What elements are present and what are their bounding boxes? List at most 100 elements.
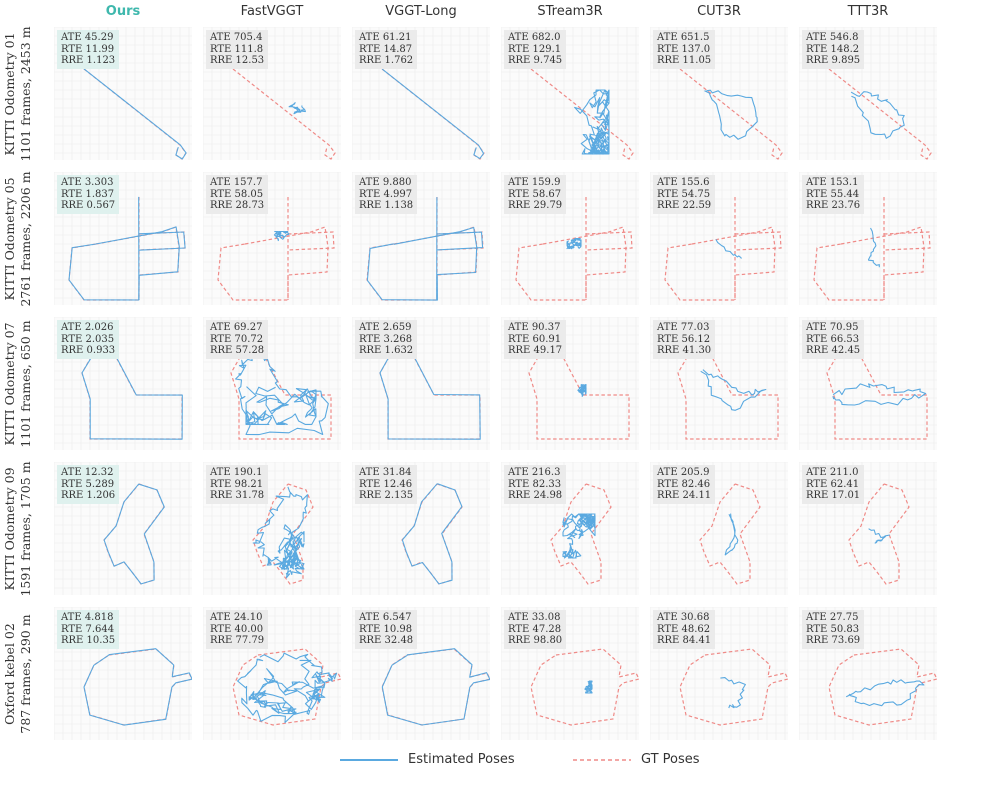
rte-value: RTE 10.98 bbox=[359, 623, 413, 635]
legend-gt-label: GT Poses bbox=[641, 752, 700, 767]
rre-value: RRE 24.11 bbox=[657, 490, 712, 501]
ate-value: ATE 33.08 bbox=[508, 612, 561, 623]
rte-value: RTE 50.83 bbox=[806, 623, 860, 635]
gt-trajectory bbox=[217, 226, 329, 301]
rre-value: RRE 0.567 bbox=[61, 200, 116, 211]
rte-value: RTE 40.00 bbox=[210, 623, 264, 635]
estimated-trajectory bbox=[138, 231, 186, 251]
estimated-trajectory bbox=[584, 680, 593, 694]
estimated-trajectory bbox=[252, 486, 308, 579]
gt-trajectory bbox=[585, 231, 633, 251]
estimated-trajectory bbox=[832, 383, 927, 406]
legend: Estimated Poses GT Poses bbox=[0, 750, 989, 772]
row-label-stats: 1101 frames, 2453 m bbox=[18, 25, 33, 162]
ate-value: ATE 157.7 bbox=[210, 177, 263, 188]
ate-value: ATE 30.68 bbox=[657, 612, 710, 623]
gt-trajectory bbox=[883, 231, 931, 251]
gt-trajectory bbox=[550, 483, 612, 585]
ate-value: ATE 90.37 bbox=[508, 322, 561, 333]
column-title-vggt-long: VGGT-Long bbox=[385, 4, 457, 19]
rre-value: RRE 9.745 bbox=[508, 55, 563, 66]
ate-value: ATE 45.29 bbox=[61, 32, 114, 43]
gt-trajectory bbox=[813, 226, 925, 301]
rte-value: RTE 60.91 bbox=[508, 333, 562, 345]
ate-value: ATE 216.3 bbox=[508, 467, 561, 478]
rte-value: RTE 3.268 bbox=[359, 333, 413, 345]
rte-value: RTE 129.1 bbox=[508, 43, 562, 55]
rre-value: RRE 9.895 bbox=[806, 55, 861, 66]
ate-value: ATE 27.75 bbox=[806, 612, 859, 623]
gt-trajectory bbox=[287, 231, 335, 251]
legend-gt: GT Poses bbox=[573, 752, 700, 767]
estimated-trajectory bbox=[288, 102, 306, 115]
column-title-fastvggt: FastVGGT bbox=[240, 4, 304, 19]
trajectory-plot bbox=[501, 27, 639, 160]
rte-value: RTE 54.75 bbox=[657, 188, 711, 200]
trajectory-plot bbox=[650, 317, 788, 450]
rte-value: RTE 148.2 bbox=[806, 43, 860, 55]
ate-value: ATE 159.9 bbox=[508, 177, 561, 188]
rte-value: RTE 111.8 bbox=[210, 43, 264, 55]
rte-value: RTE 14.87 bbox=[359, 43, 413, 55]
row-label-stats: 1591 frames, 1705 m bbox=[18, 460, 33, 597]
estimated-trajectory bbox=[577, 383, 587, 397]
rre-value: RRE 24.98 bbox=[508, 490, 563, 501]
ate-value: ATE 211.0 bbox=[806, 467, 859, 478]
ate-value: ATE 31.84 bbox=[359, 467, 412, 478]
trajectory-plot bbox=[650, 462, 788, 595]
rte-value: RTE 2.035 bbox=[61, 333, 115, 345]
estimated-trajectory bbox=[381, 648, 490, 726]
trajectory-plot bbox=[203, 462, 341, 595]
gt-line-swatch bbox=[573, 758, 631, 761]
rre-value: RRE 29.79 bbox=[508, 200, 563, 211]
trajectory-plot bbox=[54, 317, 192, 450]
estimated-trajectory bbox=[715, 239, 742, 259]
gt-trajectory bbox=[699, 483, 761, 585]
gt-trajectory bbox=[528, 341, 630, 440]
rre-value: RRE 1.632 bbox=[359, 345, 414, 356]
rte-value: RTE 47.28 bbox=[508, 623, 562, 635]
estimated-trajectory bbox=[562, 513, 596, 559]
estimated-line-swatch bbox=[340, 758, 398, 761]
gt-trajectory bbox=[664, 226, 776, 301]
rte-value: RTE 137.0 bbox=[657, 43, 711, 55]
rte-value: RTE 11.99 bbox=[61, 43, 115, 55]
rre-value: RRE 1.123 bbox=[61, 55, 116, 66]
estimated-trajectory bbox=[566, 237, 582, 250]
estimated-trajectory bbox=[83, 648, 192, 726]
gt-trajectory bbox=[530, 648, 639, 726]
gt-trajectory bbox=[232, 68, 336, 160]
rre-value: RRE 2.135 bbox=[359, 490, 414, 501]
trajectory-plot bbox=[799, 27, 937, 160]
legend-estimated-label: Estimated Poses bbox=[408, 752, 515, 767]
ate-value: ATE 205.9 bbox=[657, 467, 710, 478]
